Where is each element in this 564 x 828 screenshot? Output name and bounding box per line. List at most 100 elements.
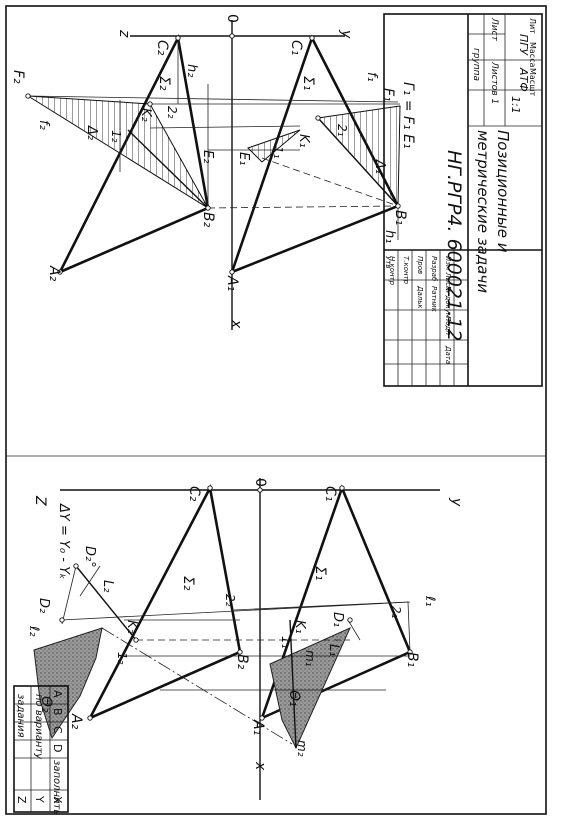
table-row-y: по варианту [33, 694, 44, 760]
title-org: ПГУ [517, 34, 530, 56]
title-header-2: Дата [444, 345, 452, 364]
label-a2-right: A₂ [46, 265, 62, 282]
label-h1-right: h₁ [382, 230, 397, 243]
label-z-left: Z [32, 495, 48, 506]
table-header-b: B [51, 708, 64, 716]
label-l1line-left: ℓ₁ [422, 595, 437, 607]
label-e1-right: E₁ [236, 152, 251, 165]
label-11-right: 1₁ [271, 146, 285, 159]
title-name-line2: метрические задачи [474, 130, 492, 293]
table-axis-x: X [51, 796, 64, 804]
label-12-left: 1₂ [115, 652, 129, 665]
label-21-right: 2₁ [335, 124, 349, 137]
label-x-left: x [252, 761, 268, 771]
label-k1-right: K₁ [296, 134, 311, 148]
triangle-abc-2 [58, 33, 210, 274]
table-row-z: задания [15, 694, 26, 738]
title-name-0: Ратник [430, 286, 438, 313]
label-o-left: 0 [252, 478, 268, 487]
title-header-0: № докум [444, 285, 452, 319]
label-sigma2-right: Σ₂ [156, 76, 172, 91]
outer-frame [5, 5, 547, 815]
triangle-abc-1-left [260, 484, 412, 720]
title-role-4: Н.контр [388, 256, 396, 286]
label-formula: ΔY = Y₀ - Yₖ [56, 503, 71, 580]
label-11-left: 1₁ [279, 636, 293, 649]
label-c1-left: C₁ [322, 486, 338, 501]
table-header-c: C [51, 726, 64, 734]
label-d2-left: D₂ [36, 598, 51, 613]
label-a1-left: A₁ [250, 719, 266, 735]
label-x-right: x [228, 319, 244, 329]
hatched-region-1 [316, 105, 401, 208]
title-block: НГ.РГР4. 600021.12 Позиционные и метриче… [383, 13, 543, 387]
table-axis-z: Z [15, 796, 28, 804]
label-d1-left: D₁ [330, 612, 345, 627]
label-m1-left: m₁ [303, 650, 317, 667]
left-drawing: Z y x 0 ΔY = Y₀ - Yₖ A₂ C₂ B₂ A₁ C₁ B₁ D… [26, 478, 464, 800]
label-c1-right: C₁ [288, 40, 304, 55]
label-c2-right: C₂ [154, 40, 170, 56]
right-drawing: z y x 0 A₂ C₂ B₂ A₁ C₁ B₁ F₂ F₁ E₂ E₁ K₂… [10, 14, 416, 330]
label-b2-left: B₂ [234, 654, 250, 670]
label-21-left: 2₁ [389, 606, 403, 619]
label-b1-left: B₁ [404, 652, 420, 667]
label-delta2-right: Δ₂ [84, 125, 99, 140]
label-22-right: 2₂ [165, 106, 179, 119]
label-theta1-left: Θ₁ [286, 690, 302, 707]
title-header-1: Подп [444, 316, 452, 335]
label-y-left: y [448, 497, 464, 507]
label-sigma1-left: Σ₁ [312, 566, 328, 580]
label-f1l-right: f₁ [364, 72, 379, 82]
label-l2-left: L₂ [100, 580, 115, 592]
title-role-1: Разраб [430, 256, 438, 282]
title-name-1: Дальк [416, 285, 424, 309]
hatched-region-3 [247, 129, 301, 163]
title-role-2: Пров [416, 256, 424, 274]
label-f1-right: F₁ [380, 88, 396, 102]
label-a1-right: A₁ [224, 275, 240, 291]
hatched-region-2 [27, 95, 210, 210]
label-k2-right: K₂ [138, 108, 153, 122]
title-role-0: Изм Лист [444, 256, 452, 291]
title-role-5: Утв [384, 256, 392, 268]
title-dept: АТФ [517, 67, 530, 92]
label-l2line-left: ℓ₂ [26, 625, 41, 637]
variant-table: A B C D X Y Z заполнить по варианту зада… [13, 685, 69, 815]
title-scale: 1:1 [509, 96, 522, 114]
label-k2-left: K₂ [124, 620, 139, 634]
triangle-abc-2-left [88, 484, 242, 720]
label-sigma2-left: Σ₂ [180, 576, 196, 591]
title-designation: НГ.РГР4. 600021.12 [443, 150, 465, 341]
label-b1-right: B₁ [392, 210, 408, 225]
label-b2-right: B₂ [200, 212, 216, 228]
label-f2-right: F₂ [10, 70, 26, 84]
table-header-d: D [51, 744, 64, 752]
title-sheet: Лист [489, 17, 499, 42]
title-group: группа [471, 48, 481, 81]
label-f2l-right: f₂ [36, 120, 51, 130]
table-header-a: A [51, 690, 64, 698]
label-m2-left: m₂ [295, 740, 309, 757]
label-12-right: 1₂ [109, 130, 123, 143]
label-gamma-right: Γ₁ = F₁ E₁ [400, 82, 416, 149]
label-k1-left: K₁ [292, 620, 307, 634]
label-e2-right: E₂ [200, 150, 215, 163]
label-d2o-left: D₂° [82, 546, 97, 568]
title-name-line1: Позиционные и [494, 130, 512, 253]
label-o-right: 0 [224, 14, 240, 23]
label-a2-left: A₂ [68, 713, 84, 730]
label-y-right: y [338, 29, 354, 39]
title-col-scale: Масшт [528, 68, 537, 97]
table-axis-y: Y [33, 795, 46, 803]
label-sigma1-right: Σ₁ [300, 76, 316, 90]
label-22-left: 2₂ [223, 594, 237, 607]
title-role-3: Т.контр [402, 256, 410, 285]
label-h2-right: h₂ [184, 64, 199, 77]
label-c2-left: C₂ [186, 486, 202, 502]
table-row-x: заполнить [51, 760, 62, 815]
label-z-right: z [116, 29, 132, 38]
title-col-lit: Лит [528, 18, 537, 34]
